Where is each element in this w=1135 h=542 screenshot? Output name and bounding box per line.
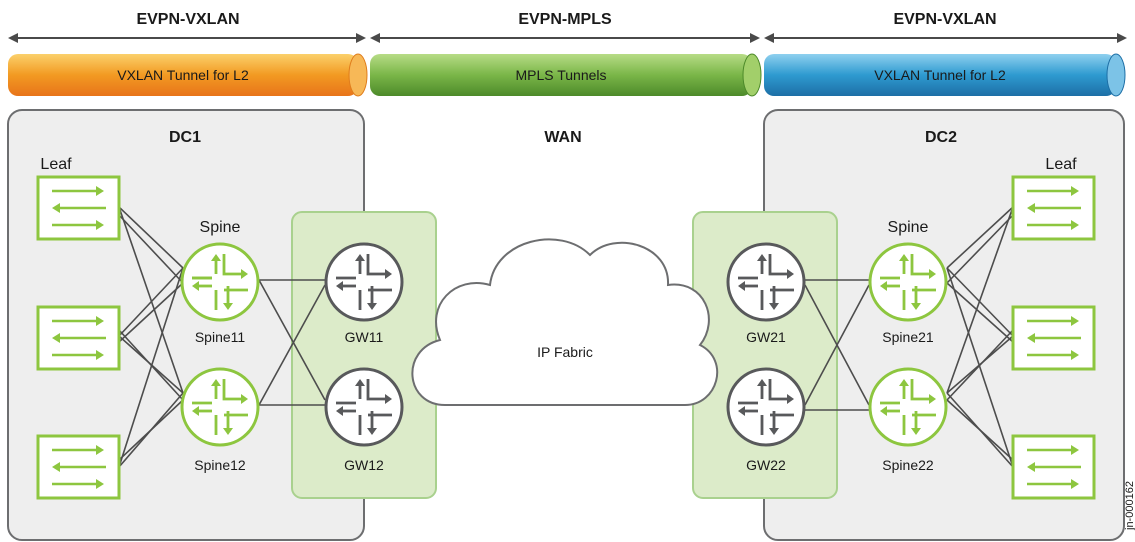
leaf-switch-dc2-2 <box>1011 305 1096 371</box>
spine21-router-icon <box>868 242 948 322</box>
gw11-label: GW11 <box>345 329 384 345</box>
leaf-switch-dc1-3 <box>36 434 121 500</box>
gw12-label: GW12 <box>344 457 384 473</box>
tunnel-right-label: VXLAN Tunnel for L2 <box>874 67 1006 83</box>
tunnel-left <box>8 53 368 97</box>
figure-id: jn-000162 <box>1124 481 1135 531</box>
header-evpn-vxlan-right: EVPN-VXLAN <box>893 11 996 28</box>
ip-fabric-label: IP Fabric <box>537 344 593 360</box>
spine-label-right: Spine <box>888 219 929 236</box>
spine-label-left: Spine <box>200 219 241 236</box>
ip-fabric-cloud <box>411 238 719 406</box>
gw11-router-icon <box>324 242 404 322</box>
tunnel-center-label: MPLS Tunnels <box>515 67 606 83</box>
links <box>118 206 1014 468</box>
spine22-label: Spine22 <box>882 457 934 473</box>
spine21-label: Spine21 <box>882 329 934 345</box>
gw12-router-icon <box>324 367 404 447</box>
spine11-label: Spine11 <box>195 329 246 345</box>
tunnel-left-label: VXLAN Tunnel for L2 <box>117 67 249 83</box>
spine22-router-icon <box>868 367 948 447</box>
header-evpn-vxlan-left: EVPN-VXLAN <box>136 11 239 28</box>
gw21-router-icon <box>726 242 806 322</box>
leaf-switch-dc1-1 <box>36 175 121 241</box>
header-arrows <box>8 33 1127 43</box>
gw22-router-icon <box>726 367 806 447</box>
header-evpn-mpls: EVPN-MPLS <box>518 11 612 28</box>
dc1-title: DC1 <box>169 129 201 146</box>
tunnel-center <box>370 53 762 97</box>
leaf-label-left: Leaf <box>40 156 72 173</box>
spine11-router-icon <box>180 242 260 322</box>
spine12-label: Spine12 <box>194 457 246 473</box>
gw22-label: GW22 <box>746 457 786 473</box>
tunnel-right <box>764 53 1126 97</box>
leaf-label-right: Leaf <box>1045 156 1077 173</box>
leaf-switch-dc2-1 <box>1011 175 1096 241</box>
spine12-router-icon <box>180 367 260 447</box>
leaf-switch-dc2-3 <box>1011 434 1096 500</box>
leaf-switch-dc1-2 <box>36 305 121 371</box>
gw21-label: GW21 <box>746 329 786 345</box>
dc2-title: DC2 <box>925 129 957 146</box>
wan-title: WAN <box>544 129 581 146</box>
